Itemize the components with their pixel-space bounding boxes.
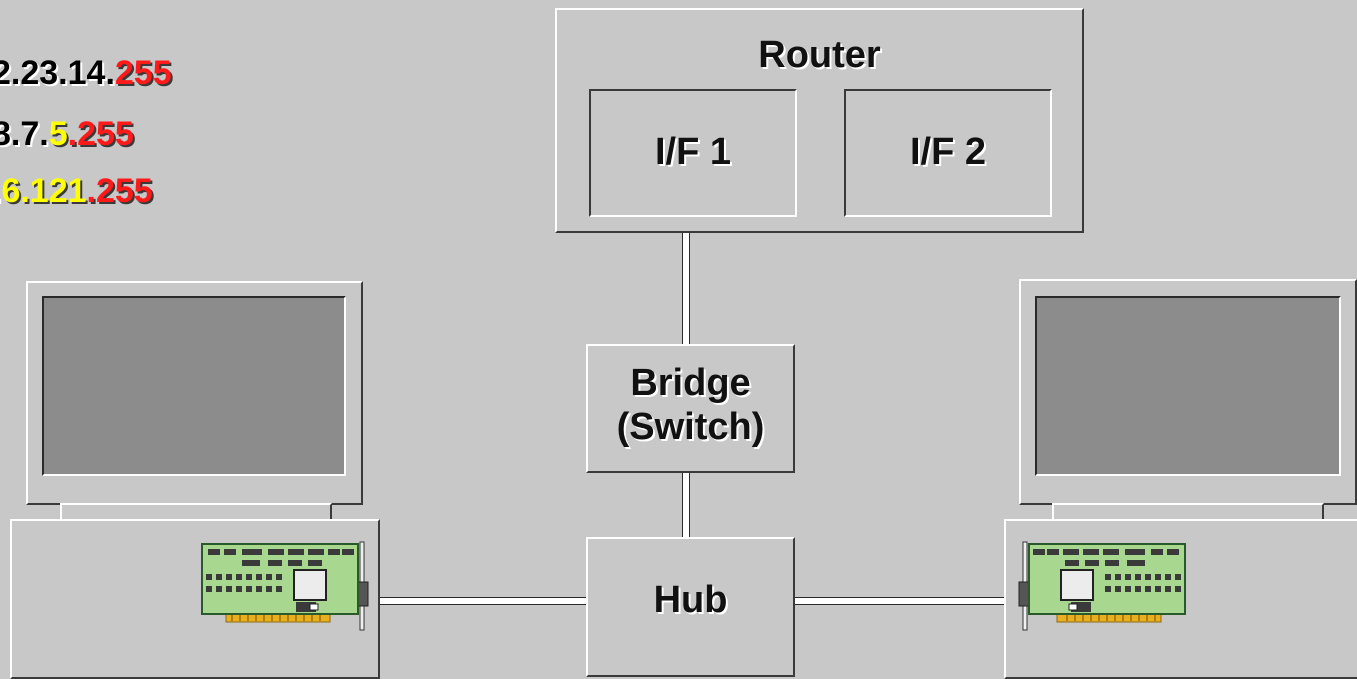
router-bridge-wire xyxy=(682,232,690,346)
monitor-icon xyxy=(1019,279,1357,505)
interface-1-label: I/F 1 xyxy=(654,131,732,173)
address-part: 8.7. xyxy=(0,115,49,153)
address-part: . xyxy=(0,172,1,210)
bridge-hub-wire xyxy=(682,472,690,538)
bridge-box: Bridge (Switch) xyxy=(586,344,795,473)
monitor-icon xyxy=(26,281,363,505)
address-part: 5 xyxy=(48,115,68,153)
bridge-label: Bridge (Switch) xyxy=(588,362,793,449)
left-nic-hub-wire xyxy=(366,597,588,605)
bridge-label-line1: Bridge xyxy=(630,362,751,404)
address-part: .255 xyxy=(67,115,134,153)
address-part: .255 xyxy=(86,172,153,210)
address-part: 2.23.14. xyxy=(0,54,115,92)
bridge-label-line2: (Switch) xyxy=(616,405,765,448)
broadcast-address-2: 8.7.5.255 xyxy=(0,117,134,151)
interface-2-label: I/F 2 xyxy=(909,131,987,173)
broadcast-address-3: .6.121.255 xyxy=(0,174,153,208)
right-nic-hub-wire xyxy=(794,597,1024,605)
hub-label: Hub xyxy=(653,579,728,621)
monitor-screen xyxy=(42,296,346,476)
address-part: 255 xyxy=(114,54,172,92)
hub-box: Hub xyxy=(586,537,795,677)
monitor-screen xyxy=(1035,296,1341,476)
network-card-icon xyxy=(201,541,369,631)
interface-1-box: I/F 1 xyxy=(589,89,797,217)
router-box: Router I/F 1 I/F 2 xyxy=(555,8,1084,233)
address-part: 6.121 xyxy=(1,172,87,210)
broadcast-address-1: 2.23.14.255 xyxy=(0,56,172,90)
network-card-icon xyxy=(1018,541,1186,631)
interface-2-box: I/F 2 xyxy=(844,89,1052,217)
router-label: Router xyxy=(758,34,881,76)
